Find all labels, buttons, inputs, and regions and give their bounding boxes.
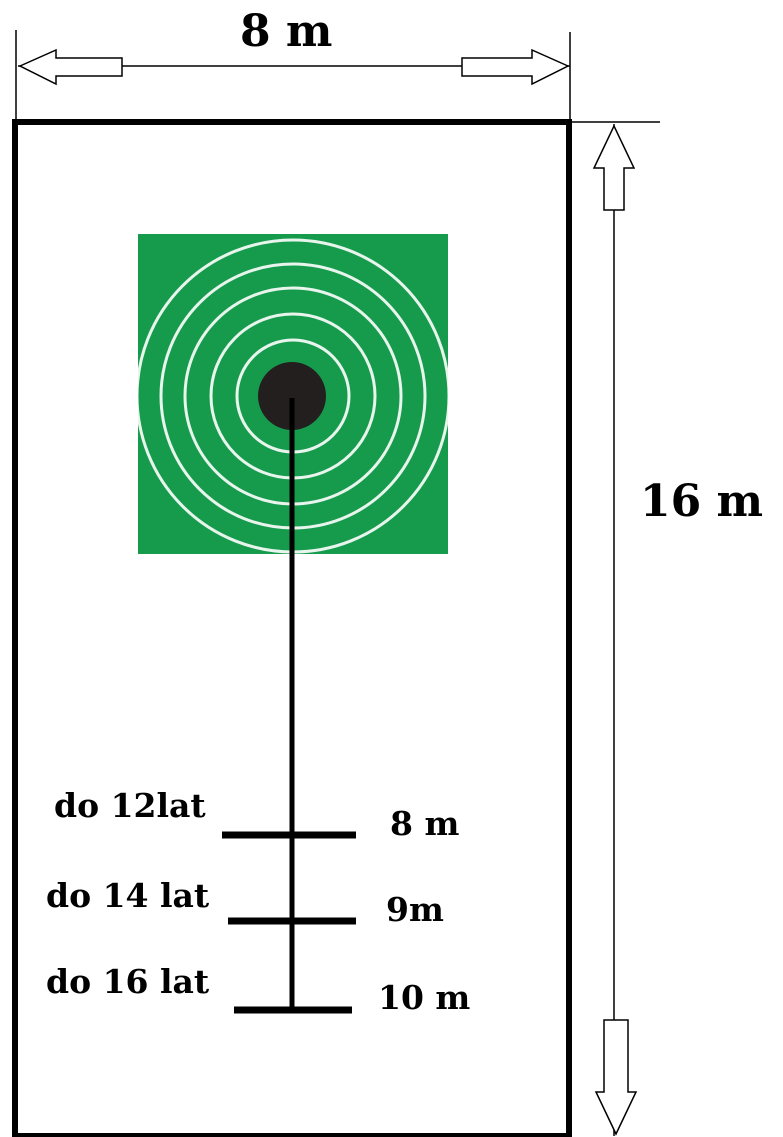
distance-label-9: 9m bbox=[386, 890, 444, 929]
arrow-left-icon bbox=[18, 48, 123, 86]
age-label-16: do 16 lat bbox=[46, 962, 210, 1001]
arrow-right-icon bbox=[461, 48, 570, 86]
width-label: 8 m bbox=[240, 6, 333, 57]
length-label: 16 m bbox=[640, 476, 764, 527]
arrow-up-icon bbox=[592, 124, 636, 211]
arrow-down-icon bbox=[594, 1019, 638, 1136]
target-center bbox=[258, 362, 326, 430]
distance-label-8: 8 m bbox=[390, 804, 460, 843]
age-label-14: do 14 lat bbox=[46, 876, 210, 915]
age-label-12: do 12lat bbox=[54, 786, 206, 825]
distance-label-10: 10 m bbox=[378, 978, 471, 1017]
